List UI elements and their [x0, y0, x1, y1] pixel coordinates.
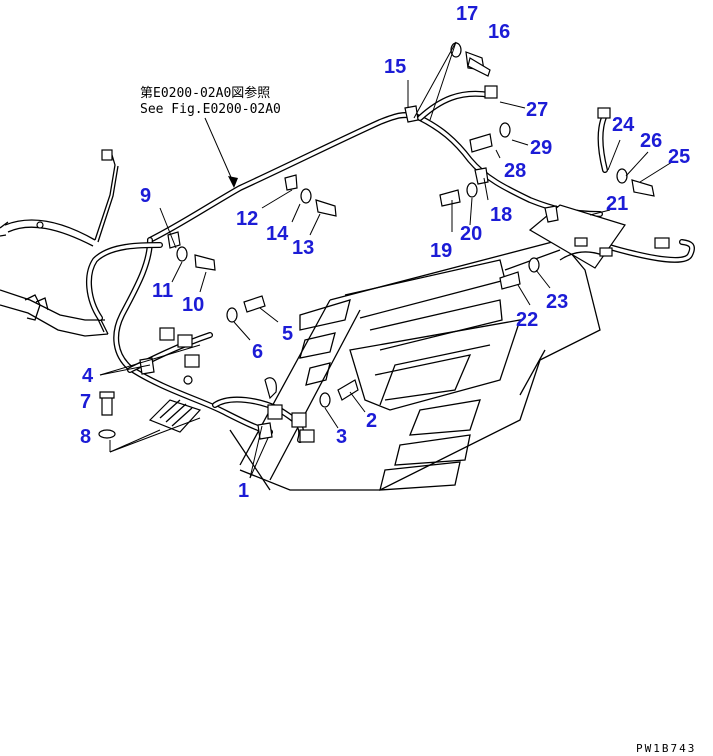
connectors	[36, 85, 611, 443]
callout-21: 21	[606, 193, 628, 215]
callout-15: 15	[384, 56, 406, 78]
reference-note-en: See Fig.E0200-02A0	[140, 102, 281, 117]
callout-5: 5	[282, 323, 293, 345]
callout-14: 14	[266, 223, 289, 245]
callout-6: 6	[252, 341, 263, 363]
callout-29: 29	[530, 137, 552, 159]
callout-17: 17	[456, 3, 478, 25]
callout-8: 8	[80, 426, 91, 448]
drawing-code: PW1B743	[636, 742, 696, 755]
reference-note-jp: 第E0200-02A0図参照	[140, 85, 270, 101]
callout-18: 18	[490, 204, 512, 226]
frame-structure	[229, 239, 601, 491]
callout-1: 1	[238, 480, 249, 502]
callout-10: 10	[182, 294, 204, 316]
callout-7: 7	[80, 391, 91, 413]
bolts-washers	[98, 42, 655, 439]
callout-2: 2	[366, 410, 377, 432]
callout-3: 3	[336, 426, 347, 448]
callout-4: 4	[82, 365, 94, 387]
callout-25: 25	[668, 146, 690, 168]
callout-26: 26	[640, 130, 662, 152]
leader-lines	[99, 41, 673, 479]
callout-19: 19	[430, 240, 452, 262]
left-tube	[0, 289, 109, 337]
callout-12: 12	[236, 208, 258, 230]
callout-23: 23	[546, 291, 568, 313]
callout-11: 11	[152, 280, 173, 302]
callouts: 1 2 3 4 5 6 7 8 9 10 11 12 13 14 15 16 1…	[80, 3, 690, 502]
callout-27: 27	[526, 99, 548, 121]
callout-24: 24	[612, 114, 635, 136]
callout-20: 20	[460, 223, 482, 245]
callout-13: 13	[292, 237, 314, 259]
callout-9: 9	[140, 185, 151, 207]
callout-16: 16	[488, 21, 510, 43]
callout-28: 28	[504, 160, 526, 182]
callout-22: 22	[516, 309, 538, 331]
